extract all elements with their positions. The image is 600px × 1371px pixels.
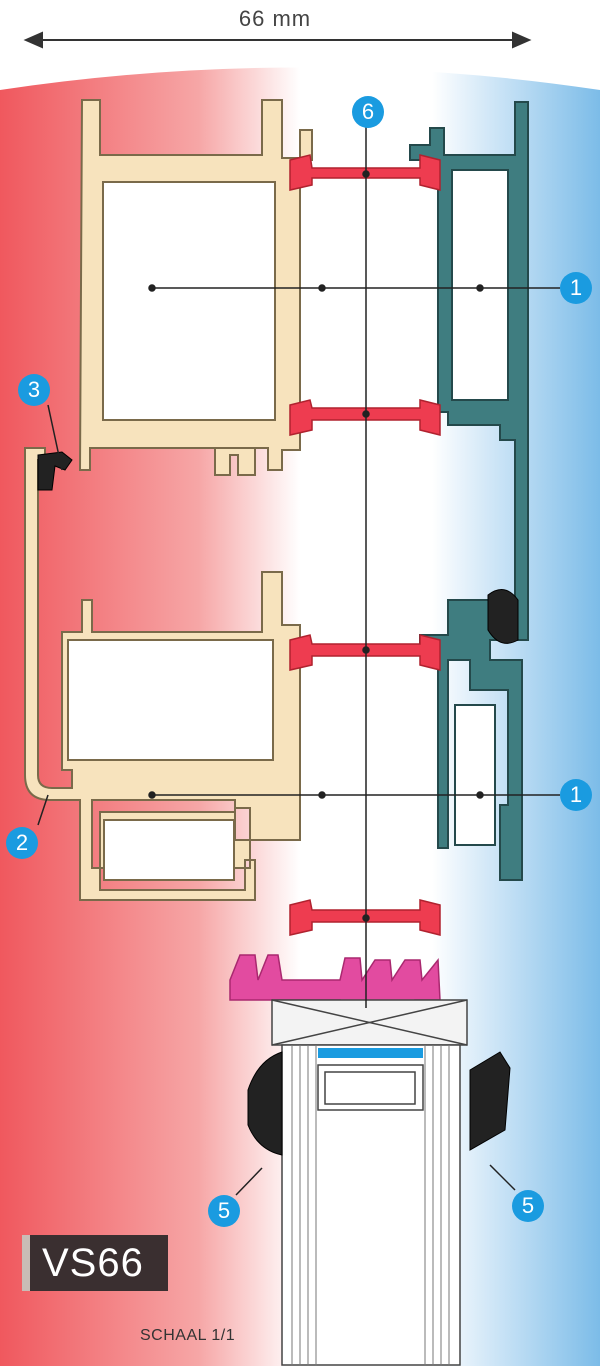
callout-5-right: 5 (512, 1190, 544, 1222)
outer-profile (409, 101, 529, 881)
callout-1-lower: 1 (560, 779, 592, 811)
leader-lines (37, 118, 560, 1196)
upper-inner-profile (78, 99, 313, 476)
dimension-label: 66 mm (238, 6, 312, 31)
callout-5-left: 5 (208, 1195, 240, 1227)
gasket-3 (37, 451, 73, 491)
callout-6: 6 (352, 96, 384, 128)
gaskets (37, 451, 519, 1156)
callout-2: 2 (6, 827, 38, 859)
gasket-5-left (247, 1051, 283, 1156)
glass-pane-lines (291, 1045, 450, 1366)
glazing-unit (271, 999, 468, 1366)
callout-3: 3 (18, 374, 50, 406)
model-badge: VS66 (22, 1235, 168, 1291)
callout-1-upper: 1 (560, 272, 592, 304)
scale-label: SCHAAL 1/1 (140, 1327, 236, 1344)
gasket-center (487, 589, 519, 644)
gasket-5-right (469, 1051, 511, 1151)
lower-inner-profile (24, 447, 301, 901)
dimension-arrow (23, 31, 532, 49)
